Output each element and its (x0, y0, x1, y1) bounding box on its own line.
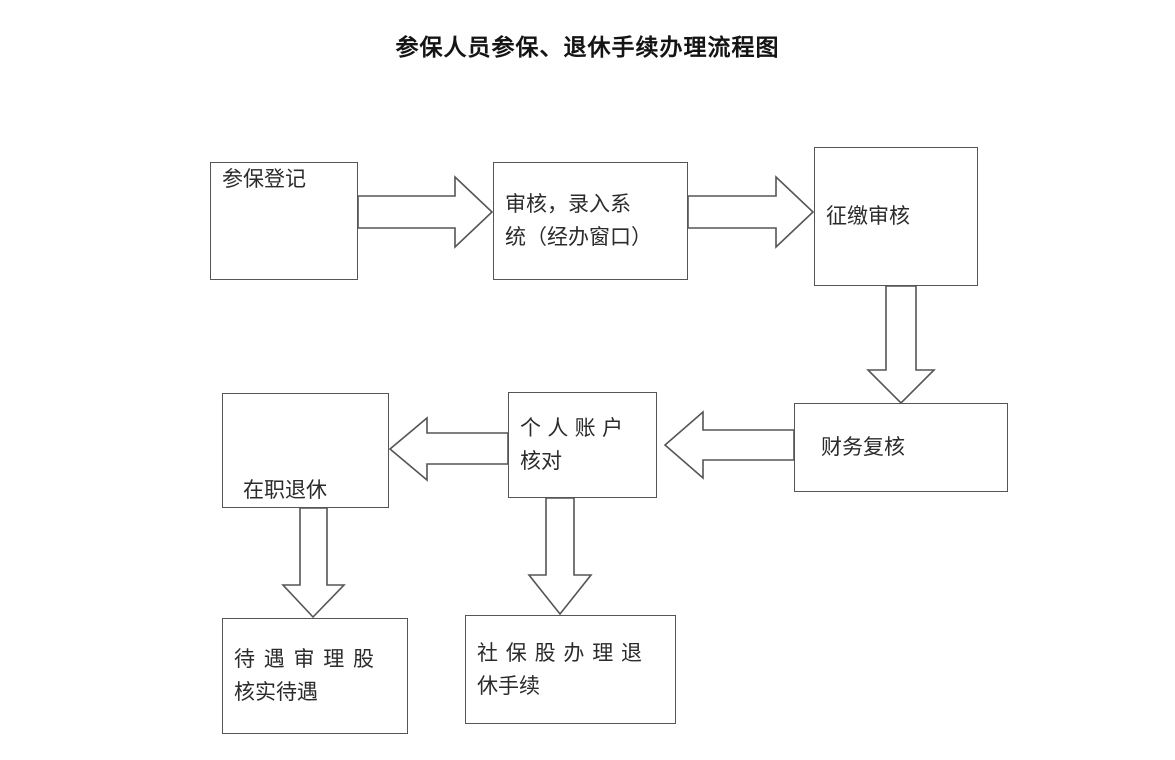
node-label-line: 核对 (520, 449, 562, 473)
node-label-line: 财务复核 (821, 435, 905, 460)
node-label-line: 核实待遇 (234, 680, 318, 704)
node-label-line: 征缴审核 (826, 204, 910, 229)
page-title: 参保人员参保、退休手续办理流程图 (395, 35, 780, 61)
node-zaizhi-tuixiu[interactable]: 在职退休 (222, 393, 389, 508)
node-shebao-gu-tuixiu[interactable]: 社保股办理退 休手续 (465, 615, 676, 724)
arrow-geren-to-shebao (527, 497, 593, 616)
node-label-group: 个人账户 核对 (509, 412, 656, 477)
node-zhengjiao-shenhe[interactable]: 征缴审核 (814, 147, 978, 286)
node-label-group: 待遇审理股 核实待遇 (223, 643, 407, 708)
node-geren-zhanghu-hedui[interactable]: 个人账户 核对 (508, 392, 657, 498)
arrow-zaizhi-to-daiyu (281, 507, 346, 619)
arrow-zhengjiao-to-caiwu (866, 285, 936, 405)
node-label-line: 个人账户 (520, 416, 623, 441)
arrow-geren-to-zaizhi (388, 416, 509, 482)
node-label-group: 在职退休 (223, 474, 388, 507)
node-caiwu-fuhe[interactable]: 财务复核 (794, 403, 1008, 492)
node-label-line: 社保股办理退 (477, 640, 642, 665)
node-label-group: 财务复核 (795, 431, 1007, 464)
node-daiyu-shenli-gu[interactable]: 待遇审理股 核实待遇 (222, 618, 408, 734)
node-label-line: 待遇审理股 (234, 647, 374, 672)
node-label-group: 审核，录入系 统（经办窗口） (494, 188, 687, 253)
node-label-group: 社保股办理退 休手续 (466, 637, 675, 702)
node-label-line: 参保登记 (222, 167, 306, 191)
node-canbao-dengji[interactable]: 参保登记 (210, 162, 358, 280)
node-label-line: 在职退休 (243, 478, 327, 503)
arrow-canbao-to-shenhe (357, 175, 494, 249)
node-label-group: 征缴审核 (815, 200, 977, 233)
node-label-line: 审核，录入系 (505, 192, 631, 217)
node-label-group: 参保登记 (211, 163, 357, 196)
node-shenhe-luru[interactable]: 审核，录入系 统（经办窗口） (493, 162, 688, 280)
node-label-line: 休手续 (477, 673, 540, 698)
arrow-caiwu-to-geren (663, 410, 795, 480)
node-label-line: 统（经办窗口） (505, 225, 652, 249)
arrow-shenhe-to-zhengjiao (687, 175, 815, 249)
